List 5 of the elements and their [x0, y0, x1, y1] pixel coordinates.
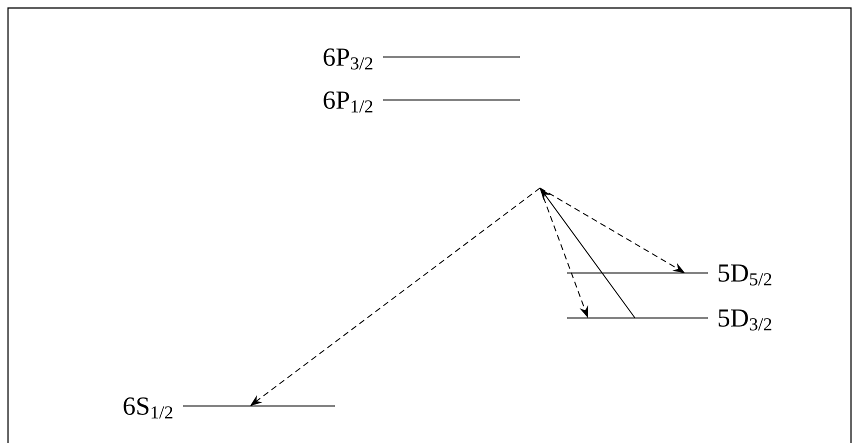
level-label: 6S$_{1/2}$	[124, 397, 172, 419]
level-label: 6P$_{1/2}$	[324, 91, 372, 113]
level-label: 5D$_{3/2}$	[718, 310, 772, 330]
level-label: 5D$_{5/2}$	[718, 264, 772, 286]
level-label: 6P$_{3/2}$	[324, 48, 372, 70]
